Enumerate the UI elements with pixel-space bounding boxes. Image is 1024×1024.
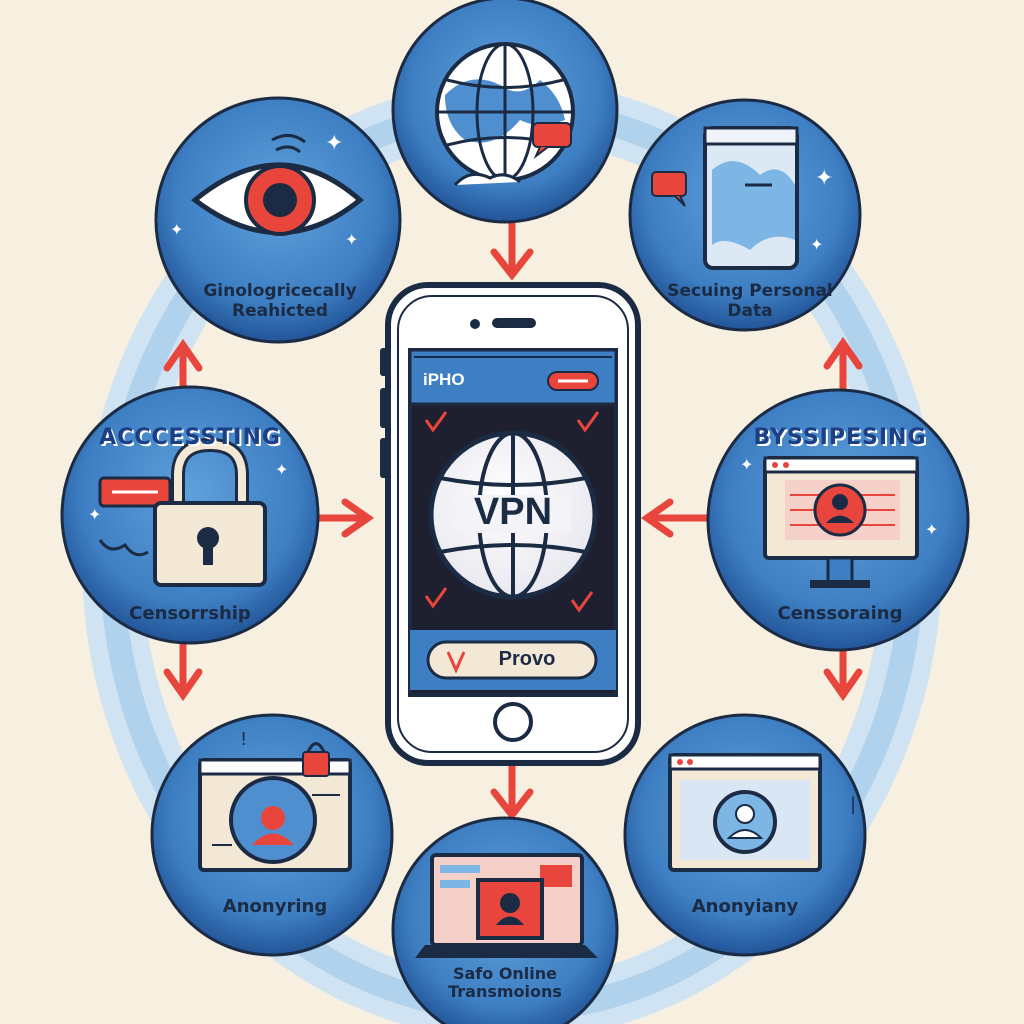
arrow-up-right	[823, 336, 863, 399]
mobile-map-icon: ✦ ✦	[651, 126, 833, 270]
globe-chat-icon	[435, 42, 575, 187]
svg-text:✦: ✦	[275, 460, 288, 479]
screen-title: iPHO	[423, 370, 465, 389]
camera-dot	[470, 319, 480, 329]
label-top-left: Ginologricecally Reahicted	[170, 281, 390, 321]
node-bottom-right: |	[623, 713, 867, 957]
node-bottom	[391, 816, 619, 1024]
svg-text:✦: ✦	[170, 220, 183, 239]
home-button	[493, 702, 533, 742]
svg-text:✦: ✦	[88, 505, 101, 524]
label-bottom: Safo Online Transmoions	[400, 964, 610, 1002]
arrow-phone-to-bottom	[490, 761, 534, 821]
eye-icon: ✦ ✦ ✦	[170, 131, 364, 249]
label-top-right-line1: Secuing Personal	[667, 281, 833, 301]
speaker-slot	[492, 318, 536, 328]
connector-arrows	[163, 214, 863, 821]
svg-text:✦: ✦	[740, 455, 753, 474]
node-left: ✦ ✦	[60, 385, 320, 645]
phone	[380, 282, 641, 766]
label-bottom-line1: Safo Online	[452, 964, 558, 983]
padlock-icon: ✦ ✦	[88, 437, 288, 587]
heading-left: ACCCESSTING	[99, 425, 281, 450]
label-bottom-right: Anonyiany	[691, 896, 799, 917]
label-top-right: Secuing Personal Data	[640, 281, 860, 321]
node-right: ✦ ✦	[706, 388, 970, 652]
label-bottom-left: Anonyring	[222, 896, 328, 917]
svg-text:|: |	[850, 794, 856, 815]
label-top-right-line2: Data	[727, 300, 773, 321]
provo-button[interactable]: Provo	[498, 648, 556, 670]
svg-text:✦: ✦	[815, 166, 833, 191]
svg-text:!: !	[240, 729, 247, 750]
heading-right: BYSSIPESING	[753, 425, 927, 450]
svg-text:✦: ✦	[325, 131, 343, 156]
label-bottom-line2: Transmoions	[448, 982, 562, 1002]
arrow-down-left	[163, 636, 203, 702]
label-top-left-line2: Reahicted	[232, 300, 328, 321]
browser-user-icon: |	[668, 753, 856, 872]
svg-text:✦: ✦	[345, 230, 358, 249]
vpn-label: VPN	[473, 491, 553, 533]
provo-button-shape	[426, 640, 598, 680]
node-top-right: ✦ ✦	[628, 98, 862, 332]
screens-user-icon	[415, 853, 598, 958]
check-icon	[424, 587, 448, 609]
svg-text:✦: ✦	[810, 235, 823, 254]
check-icon	[576, 411, 600, 433]
monitor-user-icon: ✦ ✦	[740, 455, 938, 588]
check-icon	[570, 591, 594, 613]
svg-text:✦: ✦	[925, 520, 938, 539]
vpn-globe-icon	[428, 430, 598, 600]
node-bottom-left: !	[150, 713, 394, 957]
label-left: Censorrship	[129, 603, 251, 624]
label-right: Censsoraing	[777, 603, 903, 624]
arrow-top-to-phone	[490, 214, 534, 281]
node-top-left: ✦ ✦ ✦	[154, 96, 402, 344]
label-top-left-line1: Ginologricecally	[203, 281, 357, 301]
node-top	[391, 0, 619, 224]
check-icon	[424, 411, 448, 433]
browser-globe-user-icon: !	[198, 729, 352, 872]
